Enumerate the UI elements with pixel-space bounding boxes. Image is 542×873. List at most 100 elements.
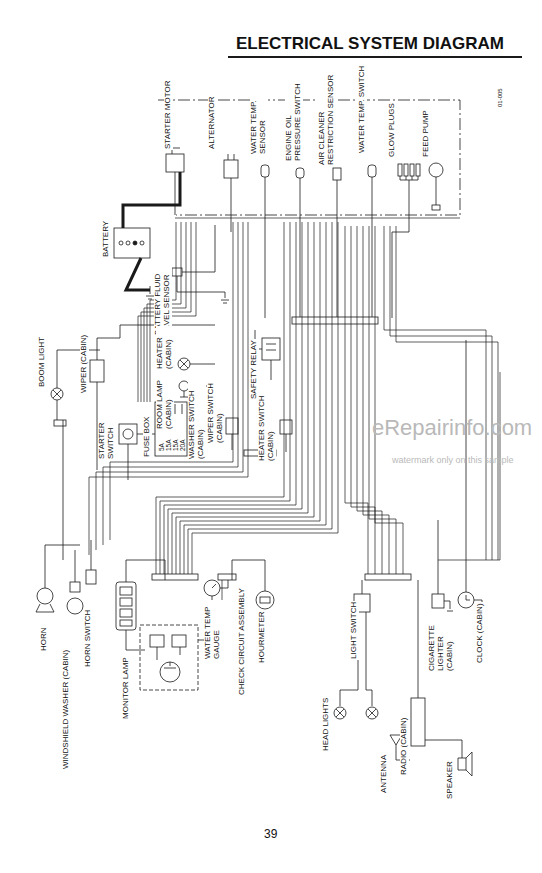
- monitor-lamp-symbol: [126, 560, 165, 650]
- part-label: WINDSHIELD WASHER (CABIN): [62, 649, 71, 770]
- feed-pump-symbol: [429, 163, 443, 177]
- check-circuit-assembly: [150, 635, 164, 647]
- clock-symbol: [466, 340, 485, 612]
- horn-symbol: [37, 588, 53, 604]
- radio-symbol: [418, 580, 462, 758]
- part-label: LIGHT SWITCH: [350, 601, 359, 660]
- sensor-symbol: [372, 177, 373, 318]
- hourmeter-symbol: [256, 591, 274, 609]
- part-label: HOURMETER: [258, 610, 267, 664]
- part-label: ALTERNATOR: [208, 96, 217, 150]
- part-label: WATER TEMP. SWITCH: [358, 65, 367, 154]
- battery-symbol: [126, 241, 130, 245]
- feed-pump-symbol: [429, 163, 443, 210]
- starter-switch-symbol: [123, 429, 133, 439]
- glow-plug-symbol: [410, 164, 414, 176]
- part-label: AIR CLEANER RESTRICTION SENSOR: [318, 64, 336, 166]
- battery-symbol: [114, 228, 150, 258]
- wire-harness: [89, 218, 500, 600]
- part-label: STARTER MOTOR: [164, 80, 173, 150]
- horn-switch-symbol: [86, 540, 96, 584]
- part-label: HEAD LIGHTS: [322, 697, 331, 752]
- wiper-switch-symbol: [226, 418, 238, 434]
- sensor-symbol: [265, 177, 266, 318]
- battery-cable: [123, 172, 180, 228]
- wire-harness: [390, 226, 492, 560]
- check-circuit-assembly: [140, 625, 198, 690]
- cigarette-lighter-symbol: [438, 520, 453, 611]
- safety-relay-symbol: [262, 338, 280, 360]
- radio-symbol: [411, 698, 425, 746]
- wire-harness: [369, 226, 396, 574]
- glow-plug-symbol: [398, 164, 402, 176]
- battery-cable: [126, 258, 150, 290]
- check-circuit-assembly: [157, 647, 180, 668]
- sensor-symbol: [296, 168, 304, 178]
- wire-harness: [184, 222, 326, 574]
- check-circuit-assembly: [140, 625, 198, 690]
- cigarette-lighter-symbol: [432, 594, 444, 608]
- fluid-level-sensor: [172, 268, 182, 276]
- wire-harness: [110, 222, 233, 540]
- monitor-lamp-symbol: [116, 582, 136, 630]
- battery-symbol: [133, 241, 137, 245]
- wire-harness: [438, 372, 500, 560]
- connector-block: [218, 574, 236, 580]
- alternator: [228, 154, 234, 232]
- speaker-symbol: [458, 752, 472, 776]
- part-label: ENGINE OIL PRESSURE SWITCH: [285, 74, 303, 162]
- connector-block: [365, 574, 411, 580]
- part-label: WIPER (CABIN): [80, 334, 89, 394]
- part-label: ANTENNA: [380, 754, 389, 794]
- part-label: FEED PUMP: [422, 109, 431, 158]
- boom-light: [51, 350, 100, 560]
- sensor-symbol: [261, 165, 269, 177]
- engine-frame: [158, 100, 460, 215]
- windshield-washer-symbol: [75, 550, 76, 582]
- wire-harness: [345, 226, 368, 574]
- part-label: HORN: [40, 626, 49, 652]
- fuse-rating: 20A: [179, 438, 186, 452]
- part-label: HEATER SWITCH (CABIN): [258, 382, 276, 462]
- wiper-motor: [97, 325, 215, 470]
- windshield-washer-symbol: [67, 550, 83, 614]
- wire-harness: [192, 222, 338, 574]
- horn-switch-symbol: [91, 540, 92, 570]
- battery-symbol: [140, 241, 144, 245]
- connector-block: [292, 317, 378, 324]
- wire-harness: [96, 222, 243, 550]
- sensor-symbol: [368, 165, 376, 177]
- part-label: HORN SWITCH: [84, 609, 93, 668]
- wire-harness: [180, 222, 320, 574]
- wire-harness: [384, 226, 486, 560]
- speaker-symbol: [458, 752, 472, 776]
- wire-harness: [188, 222, 332, 574]
- radio-symbol: [411, 580, 462, 758]
- wire-harness: [175, 218, 460, 219]
- wire-harness: [396, 226, 498, 560]
- battery-symbol: [119, 241, 123, 245]
- starter-motor: [166, 154, 184, 172]
- boom-light: [54, 420, 66, 426]
- wiper-switch-symbol: [232, 434, 233, 450]
- battery-symbol: [114, 228, 150, 258]
- part-label: HEATER (CABIN): [156, 326, 174, 370]
- part-label: BATTERY: [102, 220, 111, 258]
- horn-switch-symbol: [86, 570, 96, 584]
- part-label: GLOW PLUGS: [388, 102, 397, 158]
- part-label: BATTERY FLUID LEVEL SENSOR: [154, 254, 172, 336]
- fluid-level-sensor: [172, 225, 229, 303]
- horn-symbol: [36, 545, 80, 612]
- wire-harness: [138, 222, 196, 402]
- sensor-symbol: [333, 168, 341, 180]
- part-label: CLOCK (CABIN): [476, 602, 485, 664]
- wire-harness: [375, 226, 403, 574]
- part-label: RADIO (CABIN): [400, 717, 409, 776]
- wire-harness: [103, 222, 238, 545]
- sensor-symbol: [337, 180, 338, 318]
- starter-switch-symbol: [119, 424, 137, 444]
- horn-symbol: [36, 545, 80, 612]
- check-circuit-assembly: [172, 635, 186, 647]
- part-label: CHECK CIRCUIT ASSEMBLY: [238, 587, 247, 696]
